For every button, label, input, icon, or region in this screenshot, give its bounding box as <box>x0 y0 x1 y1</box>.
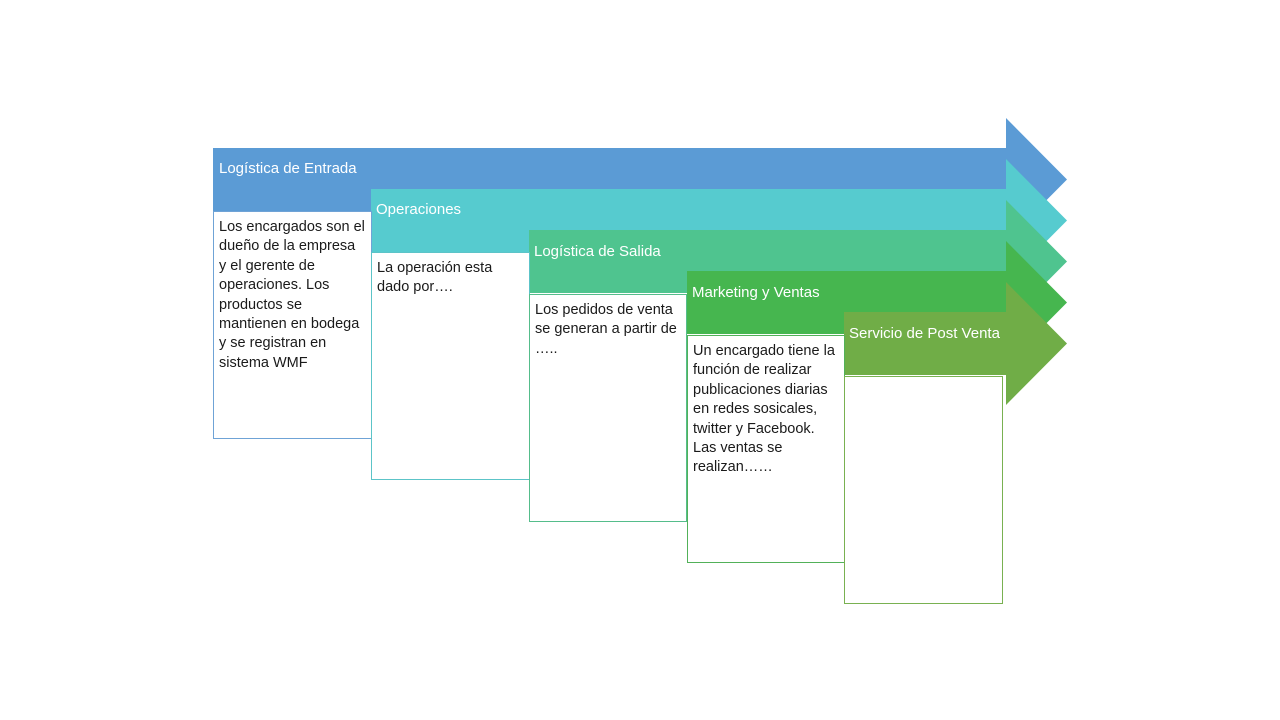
stage-title-servicio-post-venta: Servicio de Post Venta <box>849 325 1000 342</box>
stage-title-logistica-salida: Logística de Salida <box>534 243 661 260</box>
stage-description-logistica-entrada: Los encargados son el dueño de la empres… <box>213 211 372 439</box>
stage-title-operaciones: Operaciones <box>376 201 462 218</box>
stage-description-operaciones: La operación esta dado por…. <box>371 252 530 480</box>
stage-description-servicio-post-venta <box>844 376 1003 604</box>
stage-description-logistica-salida: Los pedidos de venta se generan a partir… <box>529 294 687 522</box>
stage-title-marketing-ventas: Marketing y Ventas <box>692 284 820 301</box>
stage-description-marketing-ventas: Un encargado tiene la función de realiza… <box>687 335 845 563</box>
stage-title-logistica-entrada: Logística de Entrada <box>219 160 357 177</box>
arrow-servicio-post-venta <box>844 282 1067 405</box>
